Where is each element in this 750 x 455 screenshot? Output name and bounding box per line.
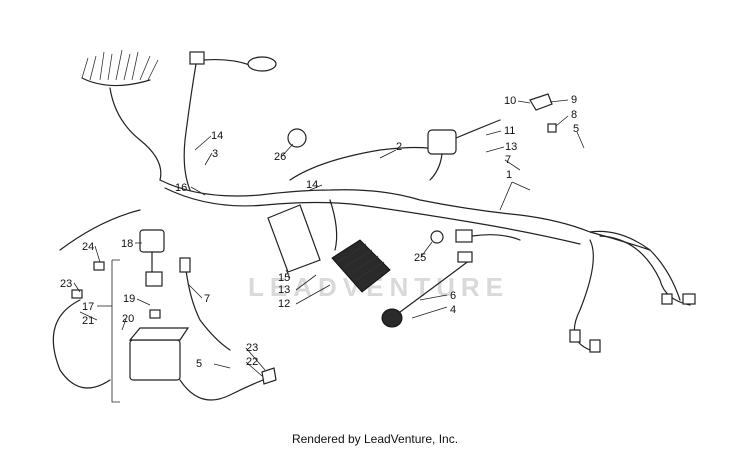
- footer-credit: Rendered by LeadVenture, Inc.: [291, 432, 459, 446]
- rear-harness-branch: [569, 230, 696, 353]
- callout-8: 8: [571, 109, 577, 121]
- callout-1: 1: [506, 169, 512, 181]
- callout-25: 25: [414, 252, 426, 264]
- callout-13a: 13: [278, 284, 290, 296]
- callout-26: 26: [274, 151, 286, 163]
- callout-6: 6: [450, 290, 456, 302]
- callout-20: 20: [122, 313, 134, 325]
- callout-15: 15: [278, 272, 290, 284]
- spark-plug-cap: [529, 93, 557, 133]
- callout-7b: 7: [204, 293, 210, 305]
- callout-13b: 13: [505, 141, 517, 153]
- callout-11: 11: [504, 125, 515, 137]
- callout-5a: 5: [196, 358, 202, 370]
- connector-block: [455, 229, 473, 243]
- main-harness-trunk: [159, 179, 651, 251]
- callout-24: 24: [82, 241, 94, 253]
- callout-5b: 5: [573, 123, 579, 135]
- callout-14b: 14: [306, 179, 318, 191]
- battery-box: [128, 309, 190, 381]
- voltage-regulator: [331, 239, 391, 293]
- callout-23b: 23: [60, 278, 72, 290]
- tail-light-connector: [183, 51, 277, 191]
- callout-labels: 1 2 3 4 5 5 6 7 7 8 9 10 11 12 13 13 14 …: [60, 94, 579, 370]
- callout-10: 10: [504, 95, 516, 107]
- ignition-coil: [427, 119, 501, 181]
- callout-7a: 7: [505, 154, 511, 166]
- cdi-module: [267, 204, 321, 273]
- callout-16: 16: [175, 182, 187, 194]
- callout-2: 2: [396, 141, 402, 153]
- callout-14a: 14: [211, 130, 223, 142]
- callout-19: 19: [123, 293, 135, 305]
- diode-assembly: [381, 251, 473, 328]
- callout-21: 21: [82, 315, 94, 327]
- callout-4: 4: [450, 304, 456, 316]
- callout-18: 18: [121, 238, 133, 250]
- callout-22: 22: [246, 356, 258, 368]
- callout-23a: 23: [246, 342, 258, 354]
- callout-9: 9: [571, 94, 577, 106]
- starter-relay: [139, 229, 165, 287]
- callout-12: 12: [278, 298, 290, 310]
- headlight-connector-bundle: [81, 49, 162, 181]
- callout-leaders: [73, 99, 585, 377]
- callout-17: 17: [82, 301, 94, 313]
- battery-cable-positive: [52, 299, 111, 389]
- battery-cable-negative: [179, 377, 269, 401]
- callout-3: 3: [212, 148, 218, 160]
